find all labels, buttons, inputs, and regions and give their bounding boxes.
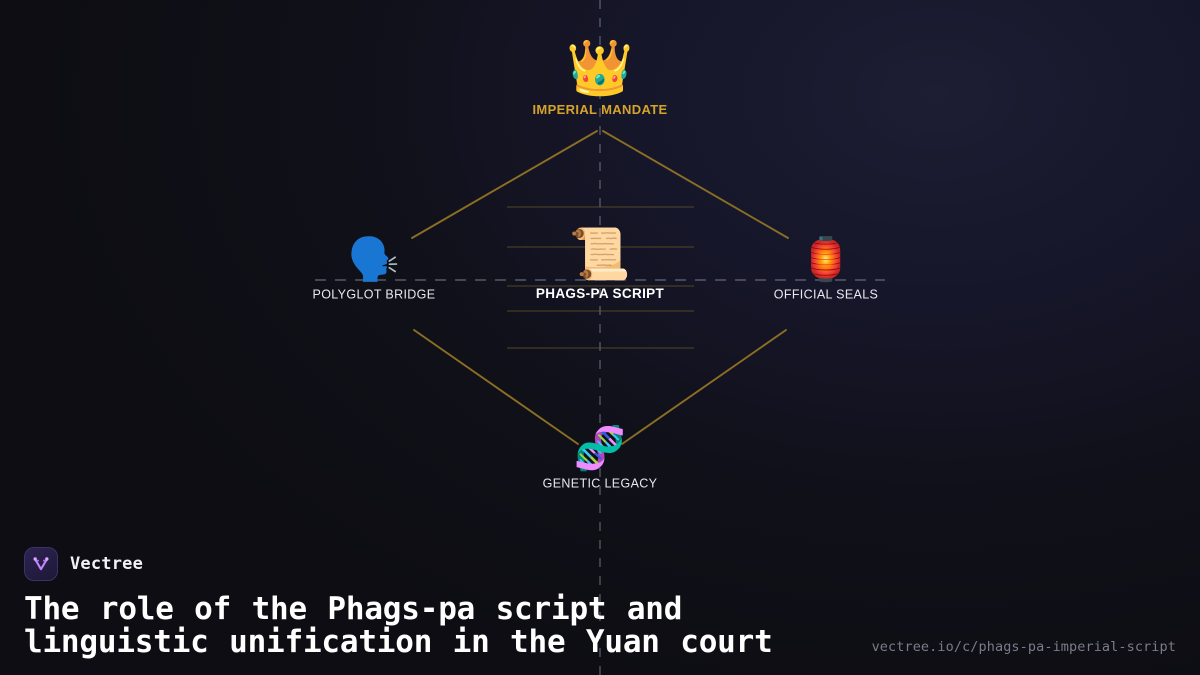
edge-mandate-seals [602, 130, 789, 239]
node-label-imperial-mandate: IMPERIAL MANDATE [532, 102, 668, 117]
node-label-genetic-legacy: GENETIC LEGACY [542, 476, 658, 491]
node-polyglot-bridge[interactable]: 🗣️ POLYGLOT BRIDGE [244, 234, 504, 302]
dna-icon: 🧬 [573, 423, 627, 473]
node-genetic-legacy[interactable]: 🧬 GENETIC LEGACY [470, 423, 730, 491]
crown-icon: 👑 [566, 36, 634, 99]
brand-name: Vectree [70, 554, 144, 575]
node-label-phags-pa-script: PHAGS-PA SCRIPT [535, 286, 665, 301]
node-imperial-mandate[interactable]: 👑 IMPERIAL MANDATE [470, 36, 730, 118]
node-official-seals[interactable]: 🏮 OFFICIAL SEALS [696, 234, 956, 302]
node-label-polyglot-bridge: POLYGLOT BRIDGE [312, 287, 436, 302]
vectree-v-logo-icon [24, 547, 58, 582]
scroll-icon: 📜 [568, 225, 632, 283]
speaking-head-icon: 🗣️ [347, 234, 401, 284]
node-phags-pa-script[interactable]: 📜 PHAGS-PA SCRIPT [470, 229, 730, 301]
edge-mandate-polyglot [411, 130, 598, 239]
brand: Vectree [24, 547, 1176, 582]
vectree-logo-glyph [33, 557, 49, 571]
card-footer: Vectree The role of the Phags-pa script … [0, 547, 1200, 675]
node-label-official-seals: OFFICIAL SEALS [773, 287, 879, 302]
edge-seals-genetic [621, 329, 787, 445]
graph-edges [411, 130, 789, 445]
source-url: vectree.io/c/phags-pa-imperial-script [871, 639, 1176, 655]
edge-polyglot-genetic [413, 329, 579, 445]
page-title: The role of the Phags-pa script and ling… [24, 591, 773, 661]
red-lantern-icon: 🏮 [799, 234, 853, 284]
